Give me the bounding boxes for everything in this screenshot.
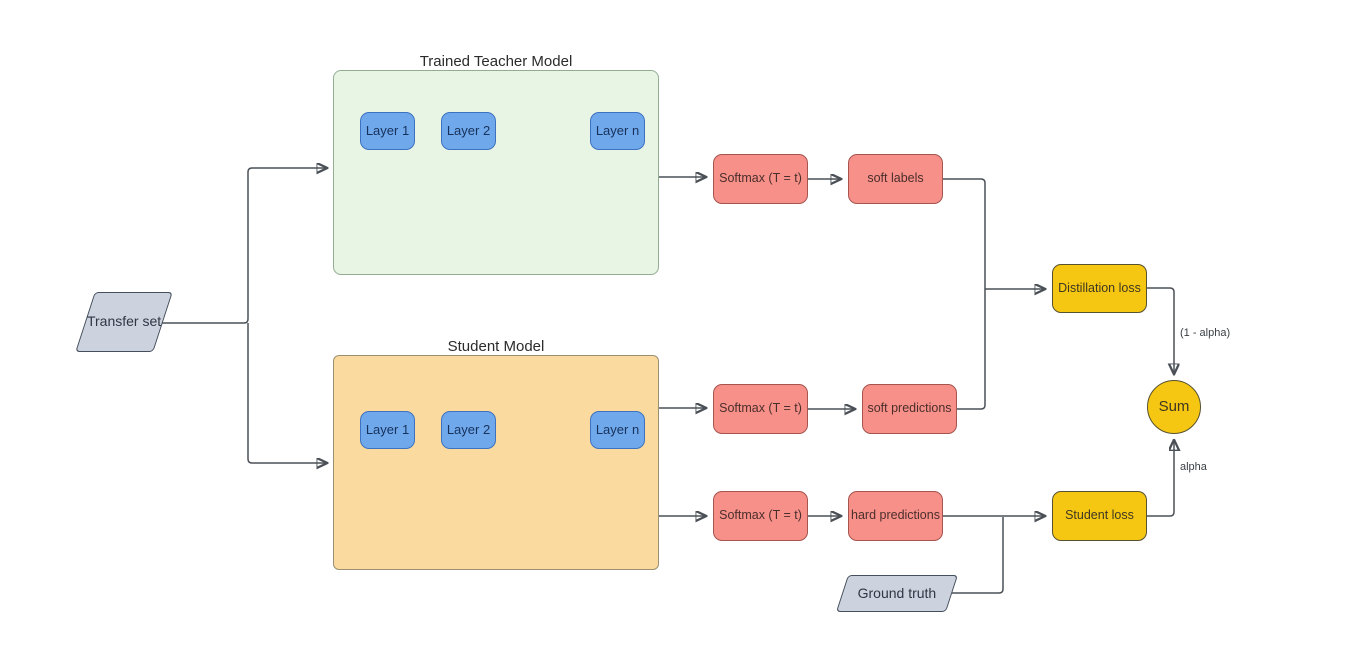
ground-truth-label: Ground truth: [857, 584, 937, 601]
student-model-title: Student Model: [447, 338, 545, 355]
teacher-softmax-node: Softmax (T = t): [713, 154, 808, 204]
distillation-loss-node: Distillation loss: [1052, 264, 1147, 313]
hard-predictions-node: hard predictions: [848, 491, 943, 541]
student-softmax-soft-node: Softmax (T = t): [713, 384, 808, 434]
edge-softpredictions-up: [957, 289, 986, 410]
edge-transfer-to-teacher: [152, 168, 326, 324]
ground-truth-node: Ground truth: [835, 575, 959, 612]
transfer-set-label: Transfer set: [86, 313, 162, 330]
teacher-model-title: Trained Teacher Model: [419, 53, 573, 70]
student-loss-node: Student loss: [1052, 491, 1147, 541]
teacher-layer-1: Layer 1: [360, 112, 415, 150]
distillation-weight-label: (1 - alpha): [1180, 327, 1231, 339]
edge-softlabels-down: [943, 178, 986, 289]
student-layer-1: Layer 1: [360, 411, 415, 449]
soft-predictions-node: soft predictions: [862, 384, 957, 434]
teacher-layer-2: Layer 2: [441, 112, 496, 150]
soft-labels-node: soft labels: [848, 154, 943, 204]
teacher-layer-n: Layer n: [590, 112, 645, 150]
student-model-container: [333, 355, 659, 570]
edge-distillation-to-sum: [1147, 287, 1174, 373]
edge-studentloss-to-sum: [1147, 441, 1174, 517]
student-layer-n: Layer n: [590, 411, 645, 449]
student-layer-2: Layer 2: [441, 411, 496, 449]
teacher-model-container: [333, 70, 659, 275]
edge-groundtruth-up: [945, 517, 1004, 594]
student-softmax-hard-node: Softmax (T = t): [713, 491, 808, 541]
edge-transfer-to-student: [247, 323, 326, 463]
student-weight-label: alpha: [1180, 461, 1207, 473]
sum-node: Sum: [1147, 380, 1201, 434]
